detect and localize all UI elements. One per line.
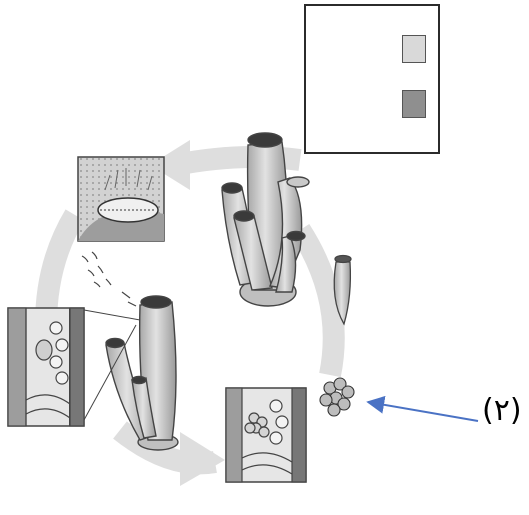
legend-swatch-light (402, 35, 426, 63)
osculum-tall (247, 132, 283, 148)
cycle-arc-right (290, 224, 345, 378)
osculum-left (221, 182, 243, 194)
osculum-right (286, 176, 310, 188)
legend-swatch-dark (402, 90, 426, 118)
sponge-colony-top (221, 132, 310, 307)
cycle-arrowheads (150, 140, 225, 486)
sperm-release (81, 251, 137, 307)
wall-cross-section-left (7, 307, 85, 427)
tube-mid (233, 215, 273, 291)
arrowhead-top (150, 140, 190, 190)
sponge-osculum-closeup (77, 156, 165, 242)
tube-lower-right (275, 235, 297, 293)
free-larva (333, 254, 352, 326)
callout-lines-left (83, 309, 141, 421)
pointer-arrow (366, 395, 479, 422)
osculum-mid (233, 210, 255, 222)
legend-box (304, 4, 440, 154)
arrowhead-bottom (180, 432, 225, 486)
stage-label: (٢) (482, 393, 522, 428)
sponge-pair-left (105, 295, 179, 451)
wall-cross-section-bottom (225, 387, 307, 483)
gemmule-in-wall (244, 412, 270, 438)
gemmule-cluster (319, 377, 355, 417)
osculum-lower-right (286, 230, 306, 242)
